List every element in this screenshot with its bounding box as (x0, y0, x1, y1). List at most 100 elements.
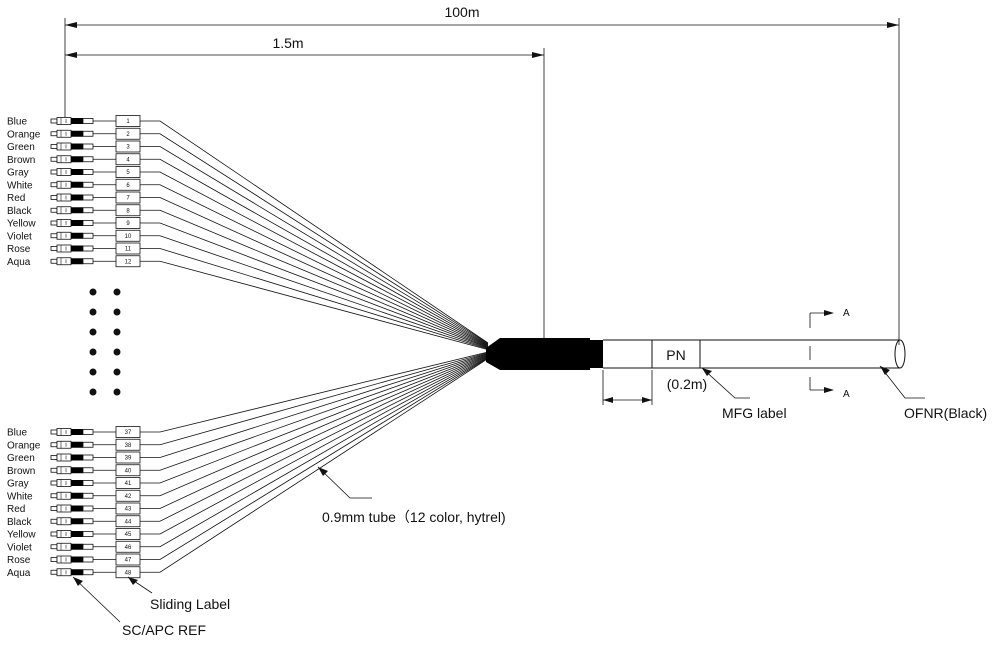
fiber-color-label: Violet (7, 231, 32, 242)
fiber-line (140, 235, 489, 349)
fiber-number: 41 (125, 481, 132, 487)
fiber-color-label: Rose (7, 555, 31, 566)
fiber-row: Violet 10 (7, 229, 141, 242)
fiber-color-label: Rose (7, 244, 31, 255)
fiber-color-label: Aqua (7, 257, 31, 268)
fiber-color-label: Brown (7, 155, 35, 166)
fiber-number: 40 (125, 468, 132, 474)
label-offset-text: (0.2m) (667, 376, 707, 392)
sliding-label-callout: Sliding Label (127, 576, 230, 612)
fiber-number: 3 (126, 145, 130, 151)
sc-apc-connector (50, 244, 116, 253)
fiber-color-label: Aqua (7, 568, 31, 579)
sc-apc-connector (50, 542, 116, 551)
fiber-number: 7 (126, 196, 130, 202)
fiber-color-label: Red (7, 193, 25, 204)
fiber-number: 44 (125, 519, 132, 525)
fiber-color-label: Green (7, 142, 35, 153)
fiber-row: Gray 5 (7, 166, 141, 179)
sc-apc-connector (50, 155, 116, 164)
sc-apc-connector (50, 479, 116, 487)
tube-text: 0.9mm tube（12 color, hytrel) (322, 509, 506, 525)
fiber-color-label: Black (7, 206, 32, 217)
fiber-line (140, 357, 489, 548)
connector-callout: SC/APC REF (72, 576, 206, 638)
section-a-bottom: A (843, 389, 850, 400)
fiber-row: Gray 41 (7, 477, 141, 490)
sc-apc-connector (50, 206, 116, 215)
fiber-number: 11 (125, 247, 132, 253)
sc-apc-connector (50, 231, 116, 240)
sc-apc-connector (50, 530, 116, 538)
fiber-number: 9 (126, 221, 130, 227)
fiber-number: 42 (125, 494, 132, 500)
fiber-color-label: Black (7, 517, 32, 528)
sc-apc-connector (50, 453, 116, 462)
fiber-color-label: Gray (7, 479, 29, 490)
fiber-fanout (140, 120, 489, 573)
overall-length-dimension: 100m (64, 4, 900, 345)
fiber-row: Aqua 48 (7, 566, 141, 579)
fiber-line (140, 356, 489, 535)
fiber-line (140, 354, 489, 484)
section-a-top: A (843, 308, 850, 319)
fiber-color-label: White (7, 491, 33, 502)
fiber-line (140, 354, 489, 497)
breakout-length-dimension: 1.5m (65, 35, 545, 338)
fiber-color-label: White (7, 180, 33, 191)
fiber-line (140, 260, 489, 350)
fiber-number: 37 (125, 430, 132, 436)
fiber-number: 46 (125, 545, 132, 551)
fiber-color-label: Orange (7, 440, 41, 451)
fiber-line (140, 146, 489, 345)
fiber-line (140, 209, 489, 348)
fiber-line (140, 184, 489, 347)
fiber-color-label: Yellow (7, 219, 36, 230)
fiber-line (140, 351, 489, 433)
breakout-boot (486, 338, 603, 370)
fiber-row: Yellow 9 (7, 217, 141, 230)
fiber-line (140, 357, 489, 560)
fiber-number: 4 (126, 157, 130, 163)
fiber-number: 6 (126, 183, 130, 189)
fiber-row: Blue 37 (7, 426, 141, 439)
fiber-line (140, 353, 489, 471)
fiber-number: 1 (126, 119, 130, 125)
sc-apc-connector (50, 117, 116, 125)
fiber-line (140, 248, 489, 350)
sc-apc-connector (50, 504, 116, 513)
sc-apc-connector (50, 491, 116, 500)
fiber-row: Black 44 (7, 515, 141, 528)
sc-apc-connector (50, 568, 116, 577)
fiber-row: Red 7 (7, 191, 141, 204)
fiber-number: 5 (126, 170, 130, 176)
fiber-row: White 6 (7, 178, 141, 191)
fiber-number: 8 (126, 208, 130, 214)
fiber-line (140, 222, 489, 349)
mfg-label-text: MFG label (722, 405, 787, 421)
fiber-row: Black 8 (7, 204, 141, 217)
sc-apc-connector (50, 555, 116, 564)
fiber-number: 10 (125, 234, 132, 240)
fiber-color-label: Blue (7, 428, 27, 439)
fiber-number: 38 (125, 443, 132, 449)
fiber-number: 12 (125, 259, 132, 265)
fiber-color-label: Gray (7, 168, 29, 179)
pn-label: PN (651, 339, 701, 369)
fiber-number: 43 (125, 507, 132, 513)
fiber-row: Rose 11 (7, 242, 141, 255)
sc-apc-connector (50, 257, 116, 266)
sc-apc-connector (50, 168, 116, 176)
fiber-number: 48 (125, 570, 132, 576)
ofnr-text: OFNR(Black) (904, 405, 987, 421)
cable-jacket (603, 339, 906, 369)
fiber-row: White 42 (7, 489, 141, 502)
fiber-color-label: Orange (7, 129, 41, 140)
sc-apc-connector (50, 466, 116, 475)
sc-apc-connector (50, 517, 116, 526)
